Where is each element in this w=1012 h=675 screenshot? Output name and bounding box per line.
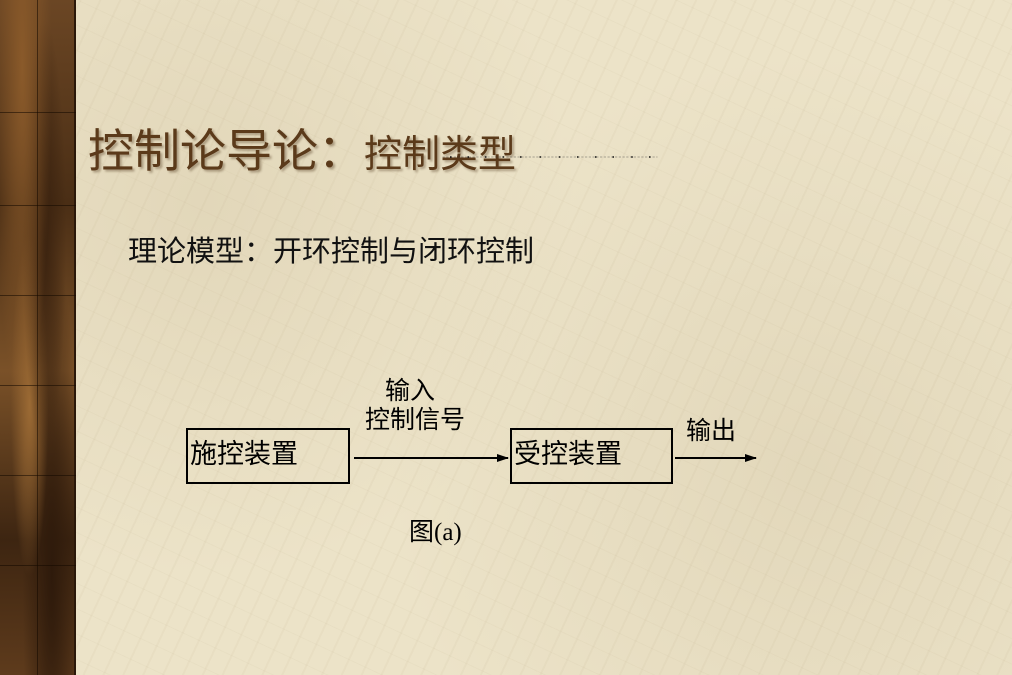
plant-box-label: 受控装置 xyxy=(514,439,622,470)
strip-divider xyxy=(0,205,76,206)
slide-subtitle: 理论模型：开环控制与闭环控制 xyxy=(128,234,535,268)
strip-divider xyxy=(37,0,38,675)
figure-caption: 图(a) xyxy=(409,519,462,546)
title-main: 控制论导论： xyxy=(88,124,364,178)
strip-divider xyxy=(0,565,76,566)
slide-title: 控制论导论：控制类型 xyxy=(88,115,516,181)
strip-divider xyxy=(0,112,76,113)
controller-box-label: 施控装置 xyxy=(190,439,298,470)
output-label: 输出 xyxy=(686,416,737,445)
controller-box: 施控装置 xyxy=(186,428,350,484)
title-dotted-rule xyxy=(442,156,658,158)
title-sub: 控制类型 xyxy=(364,132,517,176)
strip-divider xyxy=(0,385,76,386)
strip-divider xyxy=(0,295,76,296)
control-signal-label: 控制信号 xyxy=(365,405,466,434)
strip-divider xyxy=(0,475,76,476)
decorative-side-strip xyxy=(0,0,76,675)
input-label: 输入 xyxy=(385,376,436,405)
plant-box: 受控装置 xyxy=(510,428,673,484)
